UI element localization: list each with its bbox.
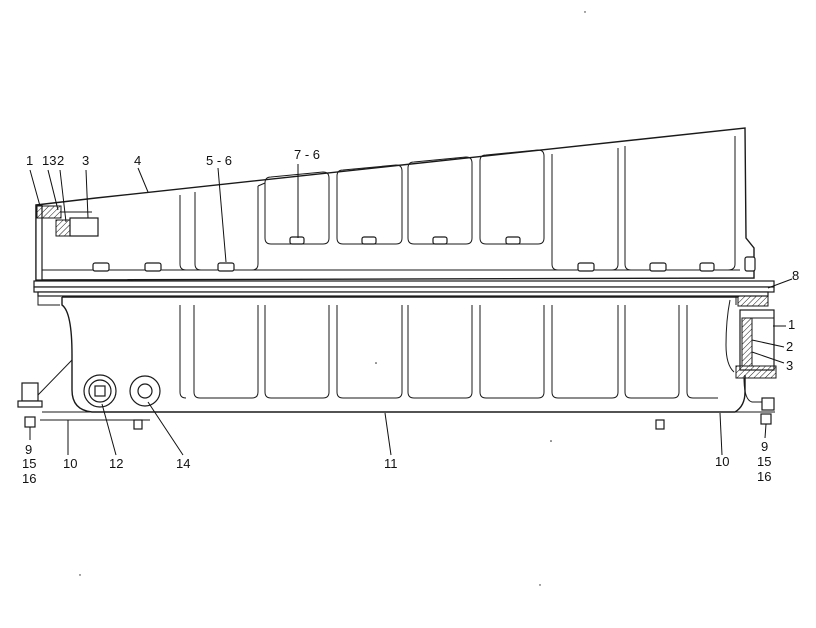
callout-15-left: 15	[22, 456, 36, 471]
callout-2-right: 2	[786, 339, 793, 354]
callout-12: 12	[109, 456, 123, 471]
left-seal-assembly	[36, 205, 99, 237]
callout-8: 8	[792, 268, 799, 283]
left-mounting-foot	[17, 359, 150, 430]
callout-2-left: 2	[57, 153, 64, 168]
upper-housing	[35, 127, 755, 281]
callout-10-right: 10	[715, 454, 729, 469]
callout-13: 13	[42, 153, 56, 168]
callout-7-6: 7 - 6	[294, 147, 320, 162]
callout-11: 11	[384, 456, 398, 471]
callout-3-left: 3	[82, 153, 89, 168]
callout-14: 14	[176, 456, 190, 471]
callout-1-left: 1	[26, 153, 33, 168]
callout-16-left: 16	[22, 471, 36, 486]
callout-9-right: 9	[761, 439, 768, 454]
right-seal-assembly	[735, 295, 777, 379]
flange	[33, 280, 775, 306]
callout-9-left: 9	[25, 442, 32, 457]
right-mounting-foot	[648, 377, 775, 430]
callout-1-right: 1	[788, 317, 795, 332]
plug-14	[129, 375, 161, 407]
callout-4: 4	[134, 153, 141, 168]
callouts: 1 13 2 3 4 5 - 6 7 - 6 8 1 2 3 9 15 16 1…	[22, 147, 799, 486]
lower-ribs	[179, 305, 718, 399]
callout-5-6: 5 - 6	[206, 153, 232, 168]
callout-16-right: 16	[757, 469, 771, 484]
upper-ribs	[179, 136, 736, 271]
drain-plug-12	[83, 374, 117, 408]
callout-3-right: 3	[786, 358, 793, 373]
upper-bolts	[92, 236, 756, 272]
callout-10-left: 10	[63, 456, 77, 471]
leader-lines	[29, 164, 793, 456]
lower-pan	[61, 296, 746, 413]
specks	[79, 11, 586, 586]
callout-15-right: 15	[757, 454, 771, 469]
